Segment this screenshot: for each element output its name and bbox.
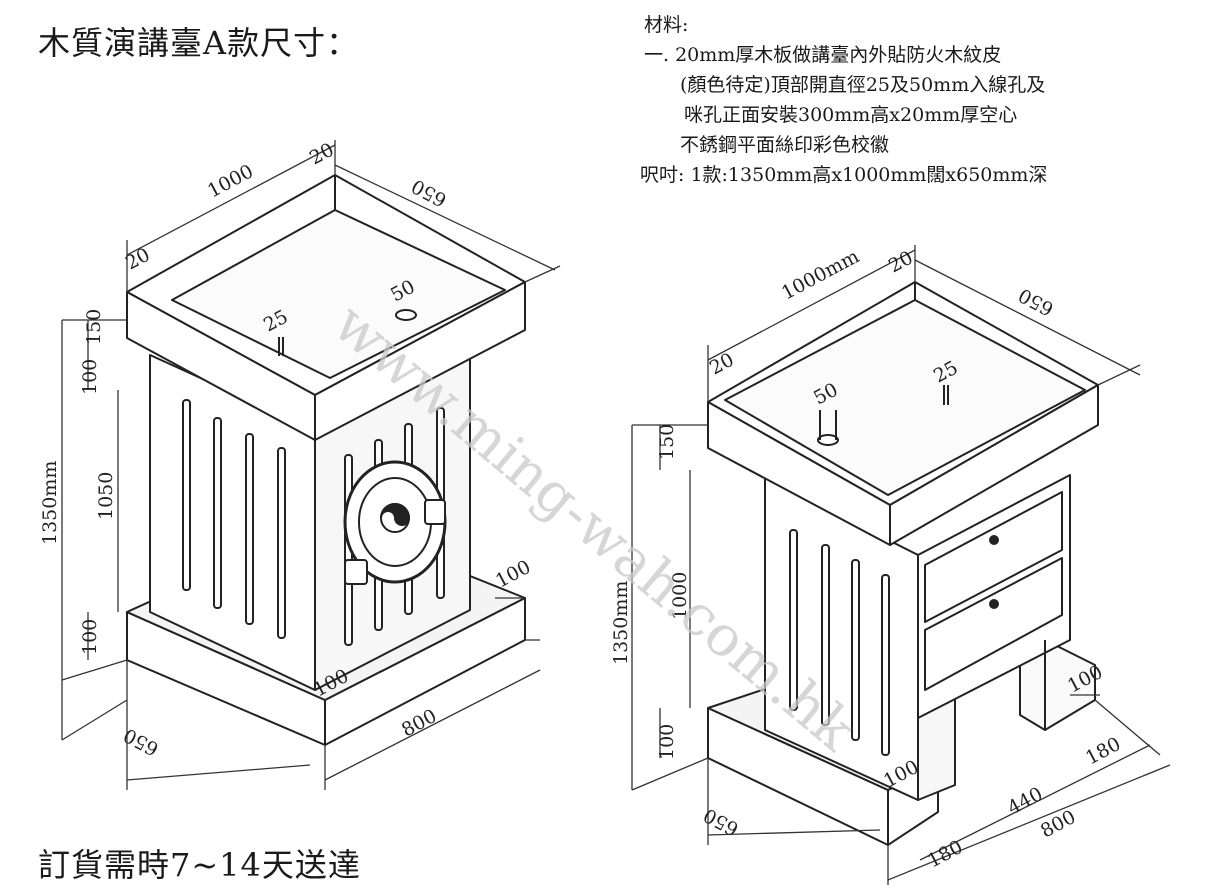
left-dim-h1050: 1050 (95, 472, 117, 520)
left-dim-h1350: 1350mm (39, 461, 61, 545)
right-dim-width: 1000mm (778, 245, 863, 304)
left-podium (126, 174, 526, 746)
right-dim-w180-left: 180 (924, 836, 966, 872)
right-dim-w440: 440 (1004, 783, 1046, 819)
left-dim-h150: 150 (83, 309, 105, 345)
materials-block: 材料: 一. 20mm厚木板做講臺內外貼防火木紋皮 (顏色待定)頂部開直徑25及… (640, 10, 1047, 190)
left-dim-width: 1000 (204, 160, 257, 202)
materials-line-1: 一. 20mm厚木板做講臺內外貼防火木紋皮 (644, 44, 1002, 66)
materials-line-2: (顏色待定)頂部開直徑25及50mm入線孔及 (680, 74, 1046, 96)
left-dim-base-right: 100 (492, 556, 534, 592)
right-dim-w800: 800 (1037, 806, 1079, 842)
left-dim-depth: 650 (408, 175, 450, 211)
size-spec: 呎吋: 1款:1350mm高x1000mm闊x650mm深 (640, 164, 1048, 186)
left-dim-h100-top: 100 (79, 359, 101, 395)
left-dim-top-lip: 20 (306, 139, 338, 170)
materials-line-4: 不銹鋼平面絲印彩色校徽 (680, 134, 890, 156)
right-dim-lip-left: 20 (706, 349, 738, 380)
left-dim-h100-base: 100 (79, 619, 101, 655)
materials-line-3: 咪孔正面安裝300mm高x20mm厚空心 (684, 104, 1018, 126)
right-dim-h1350: 1350mm (610, 581, 632, 665)
right-dim-h150: 150 (656, 424, 678, 460)
page-title: 木質演講臺A款尺寸： (38, 24, 360, 62)
right-dim-h1000: 1000 (669, 572, 691, 620)
right-dim-base-depth: 650 (700, 804, 742, 840)
materials-heading: 材料: (644, 14, 689, 36)
left-dim-base-width: 800 (398, 705, 440, 741)
right-podium (707, 281, 1099, 846)
right-dim-h100-base: 100 (656, 724, 678, 760)
delivery-note: 訂貨需時7~14天送達 (38, 846, 361, 884)
right-dim-w180-right: 180 (1082, 733, 1124, 769)
